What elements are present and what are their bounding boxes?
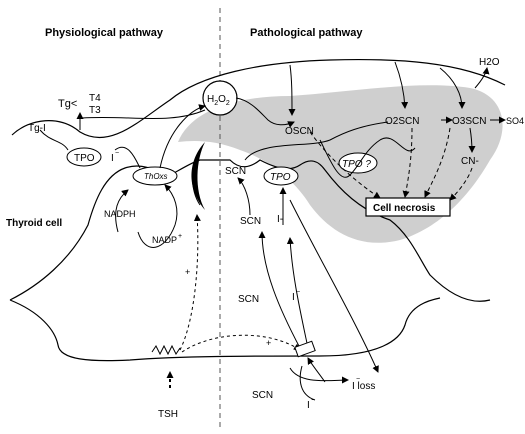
label-i-loss-minus: − xyxy=(356,376,360,383)
tsh-receptor xyxy=(151,344,181,356)
header-physiological: Physiological pathway xyxy=(45,27,164,39)
thyroid-cell-outline xyxy=(9,159,491,302)
arrow-tg-i xyxy=(39,129,69,151)
tpo-left-ellipse xyxy=(66,147,102,167)
label-tg-hormone: Tg< xyxy=(58,98,77,110)
arrow-h2o2-to-oscn xyxy=(235,97,295,128)
label-iodide-left: I xyxy=(111,153,114,164)
dash-oscn-necrosis xyxy=(309,131,381,199)
arrow-iodide-in xyxy=(114,146,141,169)
thoxs-crescent-outline xyxy=(192,149,201,206)
label-i-loss: I loss xyxy=(352,381,375,392)
label-scn-outside: SCN xyxy=(252,390,273,401)
cell-necrosis-box xyxy=(365,197,451,217)
label-scn-top: SCN xyxy=(225,166,246,177)
label-tpo-q: TPO ? xyxy=(342,159,371,170)
label-o3scn: O3SCN xyxy=(452,116,486,127)
tpo-mid-ellipse xyxy=(263,166,299,186)
label-tpo-left: TPO xyxy=(74,153,95,164)
label-t4: T4 xyxy=(89,93,101,104)
label-tg-iodinated: Tg-I xyxy=(28,123,46,134)
arrow-scn-channel xyxy=(258,231,301,349)
label-tpo-mid: TPO xyxy=(270,172,291,183)
arrow-lumen-to-oscn xyxy=(288,64,296,116)
label-tsh: TSH xyxy=(158,409,178,420)
label-i-outside: I xyxy=(307,400,310,411)
label-t3: T3 xyxy=(89,105,101,116)
label-oscn: OSCN xyxy=(285,126,314,137)
arrow-wavy-tpo xyxy=(319,137,416,178)
arrow-o3-to-cn xyxy=(468,127,476,153)
thoxs-ellipse xyxy=(132,166,178,186)
label-h2o2: H2O2 xyxy=(207,94,230,107)
arrow-outside-scn xyxy=(307,357,326,383)
arrow-lumen-to-o3scn xyxy=(439,67,466,109)
arrow-scn-up xyxy=(237,177,251,216)
lumen-outline xyxy=(11,58,506,139)
arrow-i-loss xyxy=(289,199,379,373)
label-thyroid-cell: Thyroid cell xyxy=(6,218,62,229)
label-plus-sign: + xyxy=(185,267,190,277)
arrow-nadph-up xyxy=(115,189,129,233)
label-nadp-plus: + xyxy=(178,233,182,240)
arrow-to-h2o xyxy=(474,67,490,89)
label-i-channel: I xyxy=(292,292,295,303)
arrow-scn-to-o2scn xyxy=(244,121,389,161)
label-i-outside-minus: − xyxy=(311,397,315,404)
arrow-tsh-to-channel xyxy=(181,334,301,353)
label-o2scn: O2SCN xyxy=(385,116,419,127)
label-scn-channel: SCN xyxy=(238,294,259,305)
arrow-tsh-to-thoxs xyxy=(179,214,201,351)
nis-channel xyxy=(294,340,316,358)
label-nadp: NADP xyxy=(152,235,177,245)
dash-cn-necrosis xyxy=(449,167,473,201)
dash-o2scn-necrosis xyxy=(402,127,413,198)
arrow-lumen-to-o2scn xyxy=(394,61,409,109)
label-plus-channel: + xyxy=(266,338,271,348)
arrow-outside-loss xyxy=(289,367,349,384)
label-cell-necrosis: Cell necrosis xyxy=(373,203,436,214)
thyroid-cell-basal xyxy=(9,297,441,362)
label-i-channel-minus: − xyxy=(296,289,300,296)
arrow-outside-i xyxy=(299,365,316,401)
label-scn-in: SCN xyxy=(240,216,261,227)
label-i-in: I- xyxy=(277,214,283,225)
arrow-h2o2-to-tg xyxy=(81,109,206,119)
label-nadph: NADPH xyxy=(104,209,136,219)
arrow-i-channel xyxy=(286,237,309,349)
label-h2o: H2O xyxy=(479,57,500,68)
label-iodide-left-minus: − xyxy=(115,150,119,157)
tpo-q-ellipse xyxy=(338,152,378,174)
label-so4: SO4 xyxy=(506,116,524,126)
dash-o3scn-necrosis xyxy=(424,127,451,198)
header-pathological: Pathological pathway xyxy=(250,27,363,39)
arrow-nadph-cycle xyxy=(137,184,178,248)
label-cn: CN- xyxy=(461,156,479,167)
arrow-thoxs-to-h2o2 xyxy=(159,104,206,169)
label-thoxs: ThOxs xyxy=(144,172,168,181)
